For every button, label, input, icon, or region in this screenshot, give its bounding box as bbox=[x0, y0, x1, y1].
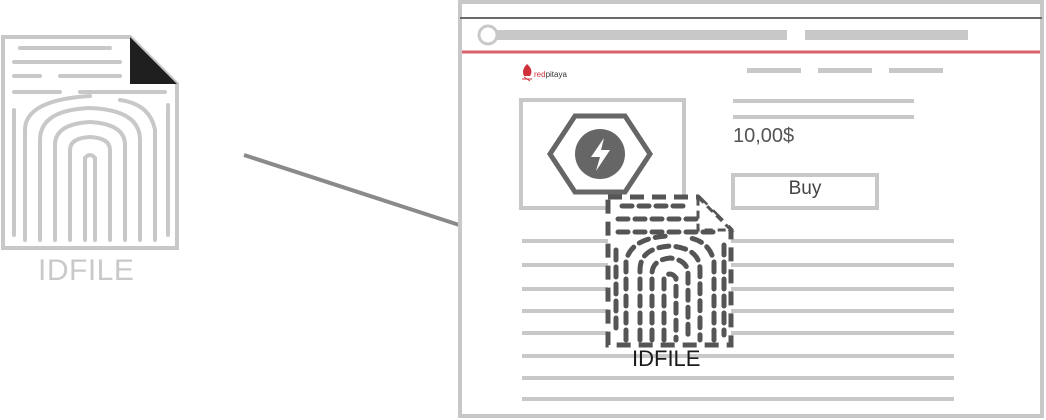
lightning-hexagon-icon bbox=[547, 113, 653, 195]
product-title-line-1 bbox=[733, 99, 914, 103]
folded-corner bbox=[130, 37, 177, 84]
logo-text: redpitaya bbox=[534, 70, 567, 79]
search-bar bbox=[805, 30, 968, 40]
window-control bbox=[477, 24, 499, 46]
buy-button[interactable] bbox=[731, 173, 879, 210]
logo-prefix: red bbox=[534, 70, 546, 79]
nav-item-1 bbox=[747, 68, 801, 73]
fingerprint-document-icon bbox=[1, 35, 179, 250]
description-lines bbox=[522, 239, 954, 401]
browser-window bbox=[458, 0, 1044, 418]
product-title-line-2 bbox=[733, 115, 914, 119]
flame-logo-icon bbox=[522, 64, 532, 82]
nav-item-3 bbox=[889, 68, 943, 73]
file-label-dropped: IDFILE bbox=[632, 346, 701, 371]
logo-suffix: pitaya bbox=[545, 70, 567, 79]
nav-item-2 bbox=[818, 68, 872, 73]
fingerprint-document-dashed-icon bbox=[605, 193, 735, 348]
file-label-left: IDFILE bbox=[38, 254, 135, 287]
buy-button-label[interactable]: Buy bbox=[788, 178, 822, 199]
product-price: 10,00$ bbox=[733, 125, 795, 147]
address-bar bbox=[497, 30, 787, 40]
